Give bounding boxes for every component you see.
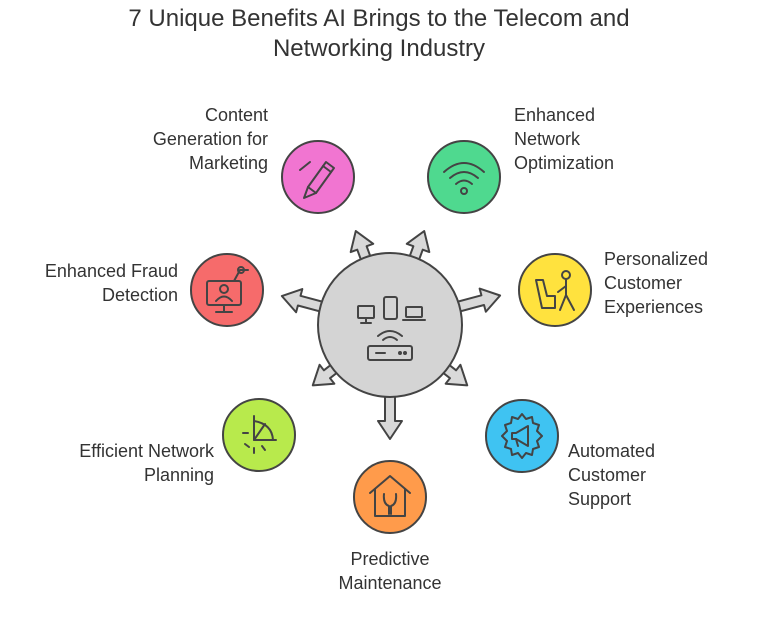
pen-icon bbox=[299, 161, 335, 199]
label-line: Maintenance bbox=[338, 573, 442, 593]
label-line: Efficient Network bbox=[79, 441, 214, 461]
label-line: Marketing bbox=[188, 153, 268, 173]
benefit-circle-content-generation bbox=[281, 140, 355, 214]
benefit-circle-predictive-maintenance bbox=[353, 460, 427, 534]
label-network-planning: Efficient Network Planning bbox=[79, 439, 214, 487]
monitor-person-icon bbox=[206, 266, 249, 313]
label-personalized-experiences: Personalized Customer Experiences bbox=[604, 247, 708, 319]
benefit-circle-automated-support bbox=[485, 399, 559, 473]
title-line-2: Networking Industry bbox=[272, 35, 486, 62]
label-automated-support: Automated Customer Support bbox=[568, 439, 655, 511]
label-line: Support bbox=[568, 489, 632, 509]
benefit-predictive-maintenance bbox=[353, 460, 427, 534]
radar-icon bbox=[242, 415, 277, 454]
benefit-fraud-detection bbox=[190, 253, 264, 327]
label-line: Experiences bbox=[604, 297, 704, 317]
benefit-personalized-experiences bbox=[518, 253, 592, 327]
label-line: Generation for bbox=[152, 129, 268, 149]
network-devices-icon bbox=[357, 296, 426, 361]
label-predictive-maintenance: Predictive Maintenance bbox=[300, 547, 480, 595]
page-title: 7 Unique Benefits AI Brings to the Telec… bbox=[0, 4, 758, 64]
benefit-automated-support bbox=[485, 399, 559, 473]
title-line-1: 7 Unique Benefits AI Brings to the Telec… bbox=[128, 5, 630, 32]
label-line: Optimization bbox=[514, 153, 615, 173]
label-line: Enhanced bbox=[514, 105, 596, 125]
benefit-circle-network-optimization bbox=[427, 140, 501, 214]
label-line: Automated bbox=[568, 441, 656, 461]
benefit-circle-network-planning bbox=[222, 398, 296, 472]
house-wrench-icon bbox=[369, 475, 411, 517]
label-line: Network bbox=[514, 129, 581, 149]
benefit-network-optimization bbox=[427, 140, 501, 214]
label-line: Customer bbox=[568, 465, 647, 485]
label-line: Personalized bbox=[604, 249, 709, 269]
label-line: Detection bbox=[101, 285, 178, 305]
benefit-circle-personalized-experiences bbox=[518, 253, 592, 327]
label-line: Planning bbox=[143, 465, 214, 485]
benefit-network-planning bbox=[222, 398, 296, 472]
hub-circle bbox=[317, 252, 463, 398]
gear-megaphone-icon bbox=[501, 413, 543, 459]
hub bbox=[317, 252, 463, 398]
label-content-generation: Content Generation for Marketing bbox=[153, 103, 268, 175]
label-line: Predictive bbox=[350, 549, 430, 569]
person-chair-icon bbox=[535, 270, 575, 311]
label-network-optimization: Enhanced Network Optimization bbox=[514, 103, 614, 175]
label-line: Customer bbox=[604, 273, 683, 293]
label-fraud-detection: Enhanced Fraud Detection bbox=[45, 259, 178, 307]
label-line: Content bbox=[204, 105, 268, 125]
label-line: Enhanced Fraud bbox=[44, 261, 178, 281]
wifi-icon bbox=[443, 162, 485, 195]
benefit-content-generation bbox=[281, 140, 355, 214]
